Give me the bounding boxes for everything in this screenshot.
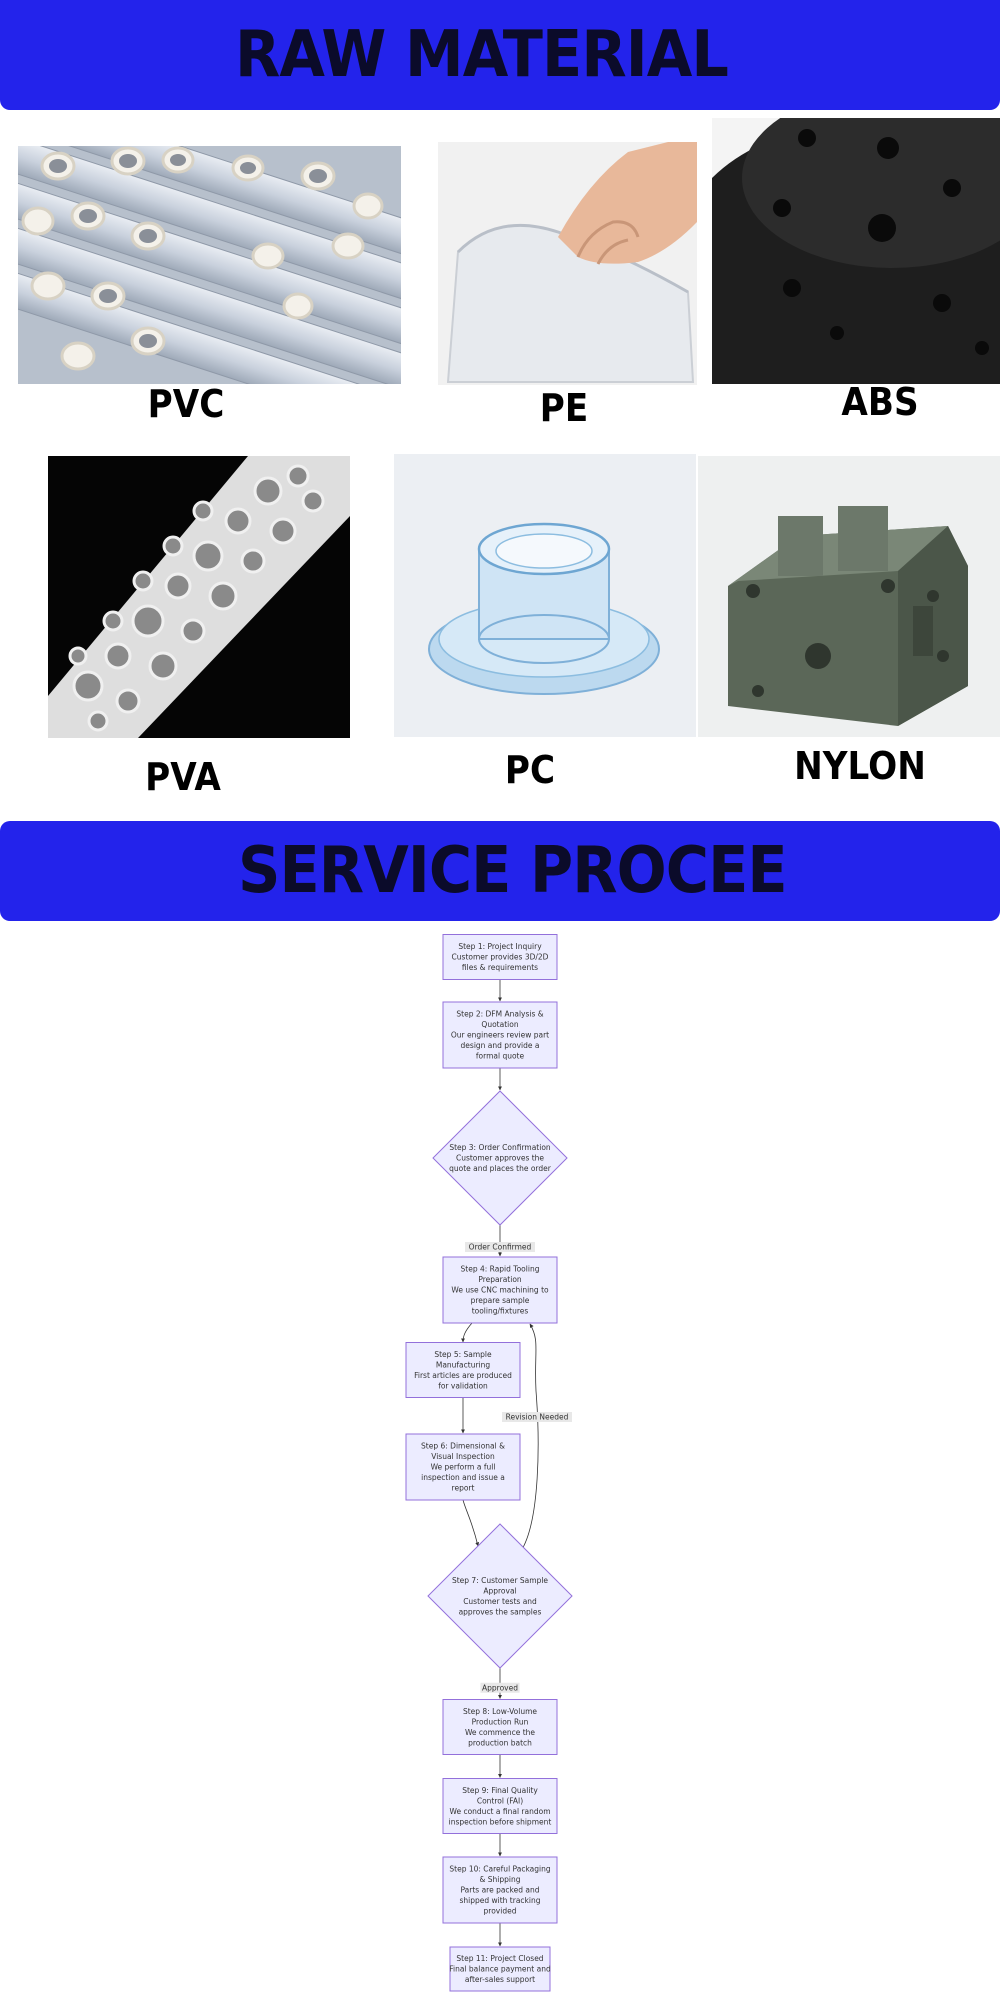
edge-label-text: Approved bbox=[482, 1683, 518, 1692]
flow-node-text: Step 1: Project Inquiry bbox=[458, 942, 542, 951]
flow-node-text: Step 6: Dimensional & bbox=[421, 1442, 505, 1451]
process-box bbox=[405, 1342, 521, 1398]
flow-node-text: Step 3: Order Confirmation bbox=[449, 1143, 551, 1152]
flow-node-text: Customer approves the bbox=[456, 1154, 544, 1163]
material-label-pc: PC bbox=[504, 748, 556, 792]
flow-node-text: inspection and issue a bbox=[421, 1473, 505, 1482]
service-process-banner: SERVICE PROCEE bbox=[0, 821, 1000, 921]
flow-node-text: provided bbox=[484, 1907, 517, 1916]
flow-node-text: We use CNC machining to bbox=[451, 1286, 549, 1295]
flow-node-text: formal quote bbox=[476, 1052, 525, 1061]
material-label-nylon: NYLON bbox=[794, 744, 926, 788]
flow-node-text: tooling/fixtures bbox=[472, 1307, 529, 1316]
flow-node-text: Control (FAI) bbox=[477, 1796, 523, 1805]
flow-node-text: after-sales support bbox=[465, 1975, 535, 1984]
process-box bbox=[442, 934, 558, 980]
flow-node-text: inspection before shipment bbox=[449, 1817, 552, 1826]
flow-edge-label: Order Confirmed bbox=[465, 1242, 535, 1252]
edge-label-background bbox=[480, 1682, 520, 1693]
process-box bbox=[442, 1778, 558, 1834]
flow-node-text: quote and places the order bbox=[449, 1164, 552, 1173]
process-box bbox=[405, 1433, 521, 1501]
flow-node-text: Step 8: Low-Volume bbox=[463, 1707, 537, 1716]
edge-label-background bbox=[465, 1242, 535, 1252]
flow-node-text: Production Run bbox=[472, 1717, 529, 1726]
flow-node-text: We conduct a final random bbox=[449, 1807, 550, 1816]
nylon-block-image bbox=[698, 456, 1000, 737]
process-box bbox=[442, 1699, 558, 1755]
edge-label-background bbox=[502, 1412, 572, 1422]
flow-node-step-7: Step 7: Customer SampleApprovalCustomer … bbox=[427, 1523, 573, 1669]
flow-node-text: Step 11: Project Closed bbox=[456, 1954, 543, 1963]
flow-node-step-6: Step 6: Dimensional &Visual InspectionWe… bbox=[405, 1433, 521, 1501]
raw-material-title: RAW MATERIAL bbox=[235, 18, 729, 92]
flow-edge bbox=[462, 1499, 480, 1547]
flow-node-text: Manufacturing bbox=[436, 1360, 491, 1369]
flow-edge-label: Approved bbox=[480, 1682, 520, 1693]
decision-diamond bbox=[432, 1090, 568, 1226]
flow-node-text: Step 9: Final Quality bbox=[462, 1786, 538, 1795]
pc-flange-image bbox=[394, 454, 696, 737]
edge-label-text: Order Confirmed bbox=[469, 1243, 532, 1252]
flow-node-text: We commence the bbox=[465, 1728, 535, 1737]
abs-part-image bbox=[712, 118, 1000, 384]
flow-edge bbox=[520, 1323, 539, 1552]
pva-lattice-image bbox=[48, 456, 350, 738]
flow-node-text: Customer tests and bbox=[463, 1597, 537, 1606]
flow-node-text: Step 7: Customer Sample bbox=[452, 1576, 548, 1585]
flow-node-text: Quotation bbox=[481, 1020, 518, 1029]
flow-node-text: prepare sample bbox=[471, 1296, 530, 1305]
raw-material-banner: RAW MATERIAL bbox=[0, 0, 1000, 110]
material-label-abs: ABS bbox=[841, 380, 919, 424]
flow-node-text: for validation bbox=[438, 1381, 488, 1390]
process-box bbox=[442, 1856, 558, 1924]
process-box bbox=[442, 1001, 558, 1069]
material-label-pvc: PVC bbox=[147, 382, 225, 426]
flow-node-text: Visual Inspection bbox=[431, 1452, 495, 1461]
decision-diamond bbox=[427, 1523, 573, 1669]
flow-node-text: We perform a full bbox=[431, 1463, 496, 1472]
pe-sheet-image bbox=[438, 142, 697, 385]
flow-node-text: production batch bbox=[468, 1738, 532, 1747]
flow-node-text: Final balance payment and bbox=[449, 1965, 551, 1974]
pvc-pipes-image bbox=[18, 146, 401, 384]
flow-node-text: First articles are produced bbox=[414, 1371, 512, 1380]
process-box bbox=[442, 1256, 558, 1324]
process-box bbox=[449, 1946, 551, 1992]
flow-node-text: Step 5: Sample bbox=[434, 1350, 492, 1359]
flow-node-step-10: Step 10: Careful Packaging& ShippingPart… bbox=[442, 1856, 558, 1924]
flow-node-text: Step 10: Careful Packaging bbox=[449, 1865, 550, 1874]
flow-node-text: Parts are packed and bbox=[460, 1886, 539, 1895]
flow-node-text: report bbox=[452, 1484, 475, 1493]
flow-node-text: Customer provides 3D/2D bbox=[452, 953, 549, 962]
flow-node-text: Approval bbox=[483, 1586, 516, 1595]
service-process-title: SERVICE PROCEE bbox=[238, 834, 788, 908]
flow-node-text: approves the samples bbox=[459, 1607, 542, 1616]
flow-edge-label: Revision Needed bbox=[502, 1412, 572, 1422]
flow-node-text: & Shipping bbox=[480, 1875, 521, 1884]
material-label-pe: PE bbox=[539, 386, 589, 430]
flow-node-text: files & requirements bbox=[462, 963, 538, 972]
edge-label-text: Revision Needed bbox=[506, 1413, 569, 1422]
flow-node-text: shipped with tracking bbox=[459, 1896, 540, 1905]
flow-node-text: Step 2: DFM Analysis & bbox=[456, 1010, 543, 1019]
material-label-pva: PVA bbox=[145, 755, 221, 799]
flow-node-text: Preparation bbox=[478, 1275, 522, 1284]
flow-edges bbox=[461, 979, 539, 1947]
flow-node-text: Our engineers review part bbox=[451, 1031, 549, 1040]
flow-edge bbox=[461, 1322, 473, 1343]
flow-node-text: design and provide a bbox=[461, 1041, 540, 1050]
flow-node-text: Step 4: Rapid Tooling bbox=[461, 1265, 540, 1274]
